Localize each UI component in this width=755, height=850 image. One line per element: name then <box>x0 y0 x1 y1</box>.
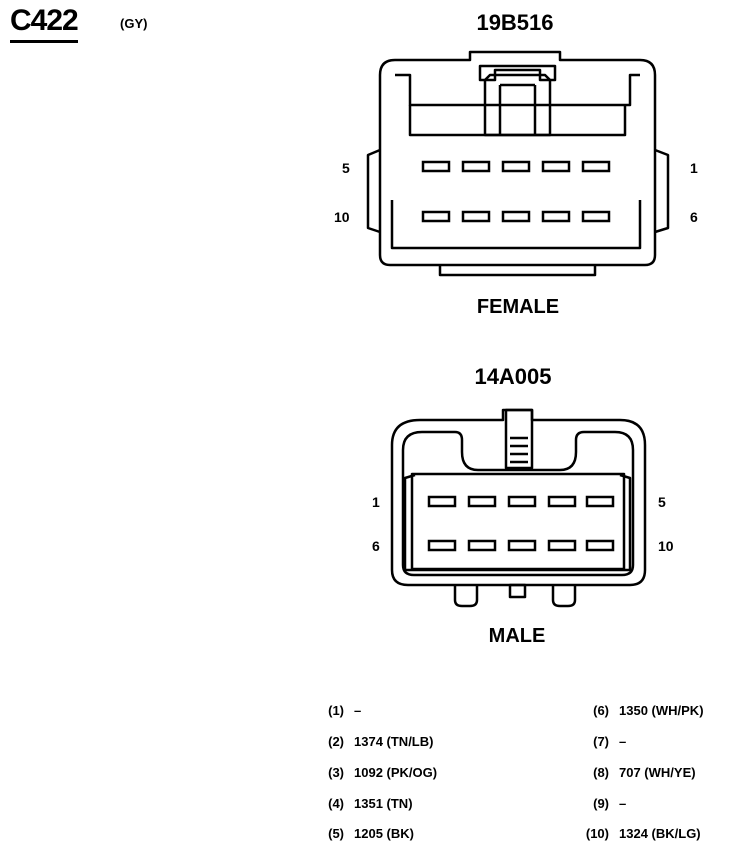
pinout-row: (4) 1351 (TN) <box>308 796 413 811</box>
female-pin-label-top-left: 5 <box>342 160 350 176</box>
pin-circuit: – <box>619 796 627 811</box>
pinout-row: (2) 1374 (TN/LB) <box>308 734 433 749</box>
pin-number: (2) <box>328 734 344 749</box>
female-pin-label-bottom-right: 6 <box>690 209 698 225</box>
male-pin-label-top-left: 1 <box>372 494 380 510</box>
pinout-row: (3) 1092 (PK/OG) <box>308 765 437 780</box>
male-pin-label-top-right: 5 <box>658 494 666 510</box>
pin-number: (10) <box>585 826 609 841</box>
pin-number: (3) <box>328 765 344 780</box>
pin-number: (5) <box>328 826 344 841</box>
male-pin-label-bottom-left: 6 <box>372 538 380 554</box>
pinout-row: (1)– <box>308 703 361 718</box>
pin-circuit: 1092 (PK/OG) <box>354 765 438 780</box>
pin-circuit: 1374 (TN/LB) <box>354 734 434 749</box>
connector-color: (GY) <box>120 16 148 31</box>
pin-circuit: – <box>619 734 627 749</box>
pin-circuit: 707 (WH/YE) <box>619 765 696 780</box>
pinout-row: (8) 707 (WH/YE) <box>573 765 696 780</box>
pin-circuit: 1350 (WH/PK) <box>619 703 704 718</box>
female-label: FEMALE <box>476 296 560 318</box>
pinout-row: (9)– <box>573 796 626 811</box>
male-part-number: 14A005 <box>474 364 552 389</box>
pin-number: (9) <box>593 796 609 811</box>
male-pin-label-bottom-right: 10 <box>658 538 674 554</box>
pinout-row: (5) 1205 (BK) <box>308 826 414 841</box>
pin-circuit: – <box>354 703 362 718</box>
pin-number: (1) <box>328 703 344 718</box>
pin-number: (6) <box>593 703 609 718</box>
pin-circuit: 1351 (TN) <box>354 796 413 811</box>
female-part-number: 19B516 <box>476 10 554 35</box>
male-label: MALE <box>488 625 546 647</box>
female-pin-label-top-right: 1 <box>690 160 698 176</box>
pinout-row: (10) 1324 (BK/LG) <box>573 826 701 841</box>
pin-circuit: 1324 (BK/LG) <box>619 826 701 841</box>
connector-id: C422 <box>10 4 79 43</box>
pinout-row: (7)– <box>573 734 626 749</box>
female-pin-label-bottom-left: 10 <box>334 209 350 225</box>
pin-number: (7) <box>593 734 609 749</box>
pin-number: (4) <box>328 796 344 811</box>
pin-number: (8) <box>593 765 609 780</box>
pinout-row: (6) 1350 (WH/PK) <box>573 703 704 718</box>
pin-circuit: 1205 (BK) <box>354 826 414 841</box>
